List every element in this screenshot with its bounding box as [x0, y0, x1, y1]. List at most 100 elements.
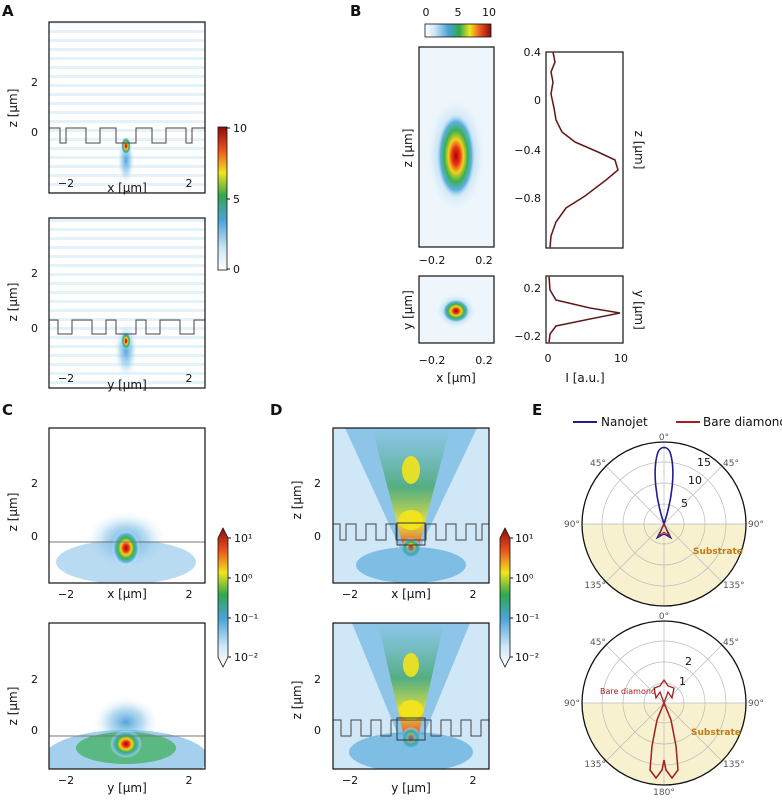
- polar-plot-nanojet: [581, 441, 747, 607]
- b-y-tick-02: 0.2: [524, 282, 542, 295]
- b-z-tick-04: 0.4: [524, 46, 542, 59]
- b-xz-xtick-02: 0.2: [475, 254, 493, 267]
- b-i-tick-0: 0: [545, 352, 552, 365]
- b-z-tick-m04: −0.4: [514, 144, 541, 157]
- a2-xlabel: y [μm]: [107, 378, 147, 392]
- panel-d-yz-map: [332, 622, 490, 770]
- d-cbar-tick-m2: 10⁻²: [515, 651, 539, 664]
- d1-xlabel: x [μm]: [391, 587, 431, 601]
- panel-c-xz-map: [48, 427, 206, 584]
- panel-label-d: D: [270, 401, 282, 419]
- panel-a-colorbar: [217, 126, 230, 271]
- b-cbar-tick-5: 5: [455, 6, 462, 19]
- a2-xtick-2: 2: [186, 372, 193, 385]
- b-xz-ylabel: z [μm]: [401, 129, 415, 168]
- a1-xlabel: x [μm]: [107, 181, 147, 195]
- c2-ytick-0: 0: [31, 724, 38, 737]
- panel-b-xy-map: [418, 275, 495, 344]
- a2-xtick-m2: −2: [58, 372, 74, 385]
- b-y-ylabel-right: y [μm]: [632, 290, 646, 330]
- p2-angle-45l: 45°: [590, 638, 606, 648]
- d-cbar-tick-1: 10¹: [515, 532, 533, 545]
- a1-xtick-2: 2: [186, 177, 193, 190]
- a1-xtick-m2: −2: [58, 177, 74, 190]
- b-i-xlabel: I [a.u.]: [565, 371, 604, 385]
- b-cbar-tick-0: 0: [423, 6, 430, 19]
- c-cbar-tick-1: 10¹: [234, 532, 252, 545]
- panel-label-c: C: [2, 401, 13, 419]
- p1-angle-90l: 90°: [564, 520, 580, 530]
- c-cbar-tick-m1: 10⁻¹: [234, 612, 258, 625]
- d2-ytick-0: 0: [314, 724, 321, 737]
- p2-angle-90r: 90°: [748, 699, 764, 709]
- d-cbar-tick-0: 10⁰: [515, 572, 534, 585]
- a1-ytick-2: 2: [31, 76, 38, 89]
- d1-xtick-2: 2: [470, 588, 477, 601]
- panel-c-colorbar: [217, 527, 231, 668]
- d1-ytick-2: 2: [314, 477, 321, 490]
- p1-radius-5: 5: [681, 497, 688, 510]
- c1-ylabel: z [μm]: [6, 493, 20, 532]
- b-xy-xtick-m02: −0.2: [419, 354, 446, 367]
- b-z-ylabel-right: z [μm]: [632, 131, 646, 170]
- legend-nanojet-label: Nanojet: [601, 415, 648, 429]
- c1-xtick-m2: −2: [58, 588, 74, 601]
- c2-xtick-m2: −2: [58, 774, 74, 787]
- p2-angle-180: 180°: [653, 788, 675, 798]
- panel-c-yz-map: [48, 622, 206, 770]
- panel-b-colorbar: [424, 23, 492, 38]
- panel-d-colorbar: [499, 527, 513, 668]
- b-cbar-tick-10: 10: [482, 6, 496, 19]
- p1-radius-10: 10: [688, 474, 702, 487]
- d2-xtick-2: 2: [470, 774, 477, 787]
- b-xy-ylabel: y [μm]: [401, 290, 415, 330]
- panel-label-a: A: [2, 2, 14, 20]
- p2-radius-2: 2: [685, 655, 692, 668]
- a2-ytick-2: 2: [31, 267, 38, 280]
- panel-label-e: E: [532, 401, 542, 419]
- panel-a-xz-map: [48, 21, 206, 194]
- c2-xlabel: y [μm]: [107, 781, 147, 795]
- panel-b-z-profile: [545, 51, 624, 249]
- d1-xtick-m2: −2: [342, 588, 358, 601]
- b-z-tick-m08: −0.8: [514, 192, 541, 205]
- a-cbar-tick-5: 5: [233, 193, 240, 206]
- a2-ytick-0: 0: [31, 322, 38, 335]
- panel-b-y-profile: [545, 275, 624, 344]
- p2-angle-0: 0°: [659, 612, 669, 622]
- c1-xtick-2: 2: [186, 588, 193, 601]
- d1-ytick-0: 0: [314, 530, 321, 543]
- p1-angle-135r: 135°: [723, 581, 745, 591]
- panel-label-b: B: [350, 2, 361, 20]
- a-cbar-tick-10: 10: [233, 122, 247, 135]
- p1-angle-45l: 45°: [590, 459, 606, 469]
- c2-xtick-2: 2: [186, 774, 193, 787]
- p2-angle-135r: 135°: [723, 760, 745, 770]
- d2-xtick-m2: −2: [342, 774, 358, 787]
- b-xy-xtick-02: 0.2: [475, 354, 493, 367]
- p2-angle-45r: 45°: [723, 638, 739, 648]
- a1-ylabel: z [μm]: [6, 89, 20, 128]
- a-cbar-tick-0: 0: [233, 263, 240, 276]
- legend-bare-label: Bare diamond: [703, 415, 782, 429]
- b-i-tick-10: 10: [614, 352, 628, 365]
- p1-angle-45r: 45°: [723, 459, 739, 469]
- c2-ylabel: z [μm]: [6, 687, 20, 726]
- d2-ytick-2: 2: [314, 673, 321, 686]
- c1-ytick-0: 0: [31, 530, 38, 543]
- p1-angle-135l: 135°: [584, 581, 606, 591]
- polar-plot-bare: [581, 620, 747, 786]
- d1-ylabel: z [μm]: [290, 481, 304, 520]
- p2-angle-90l: 90°: [564, 699, 580, 709]
- p2-angle-135l: 135°: [584, 760, 606, 770]
- d-cbar-tick-m1: 10⁻¹: [515, 612, 539, 625]
- b-z-tick-0: 0: [534, 94, 541, 107]
- p2-radius-1: 1: [679, 675, 686, 688]
- panel-d-xz-map: [332, 427, 490, 584]
- c-cbar-tick-m2: 10⁻²: [234, 651, 258, 664]
- panel-a-yz-map: [48, 217, 206, 389]
- p1-angle-90r: 90°: [748, 520, 764, 530]
- c2-ytick-2: 2: [31, 673, 38, 686]
- c1-ytick-2: 2: [31, 477, 38, 490]
